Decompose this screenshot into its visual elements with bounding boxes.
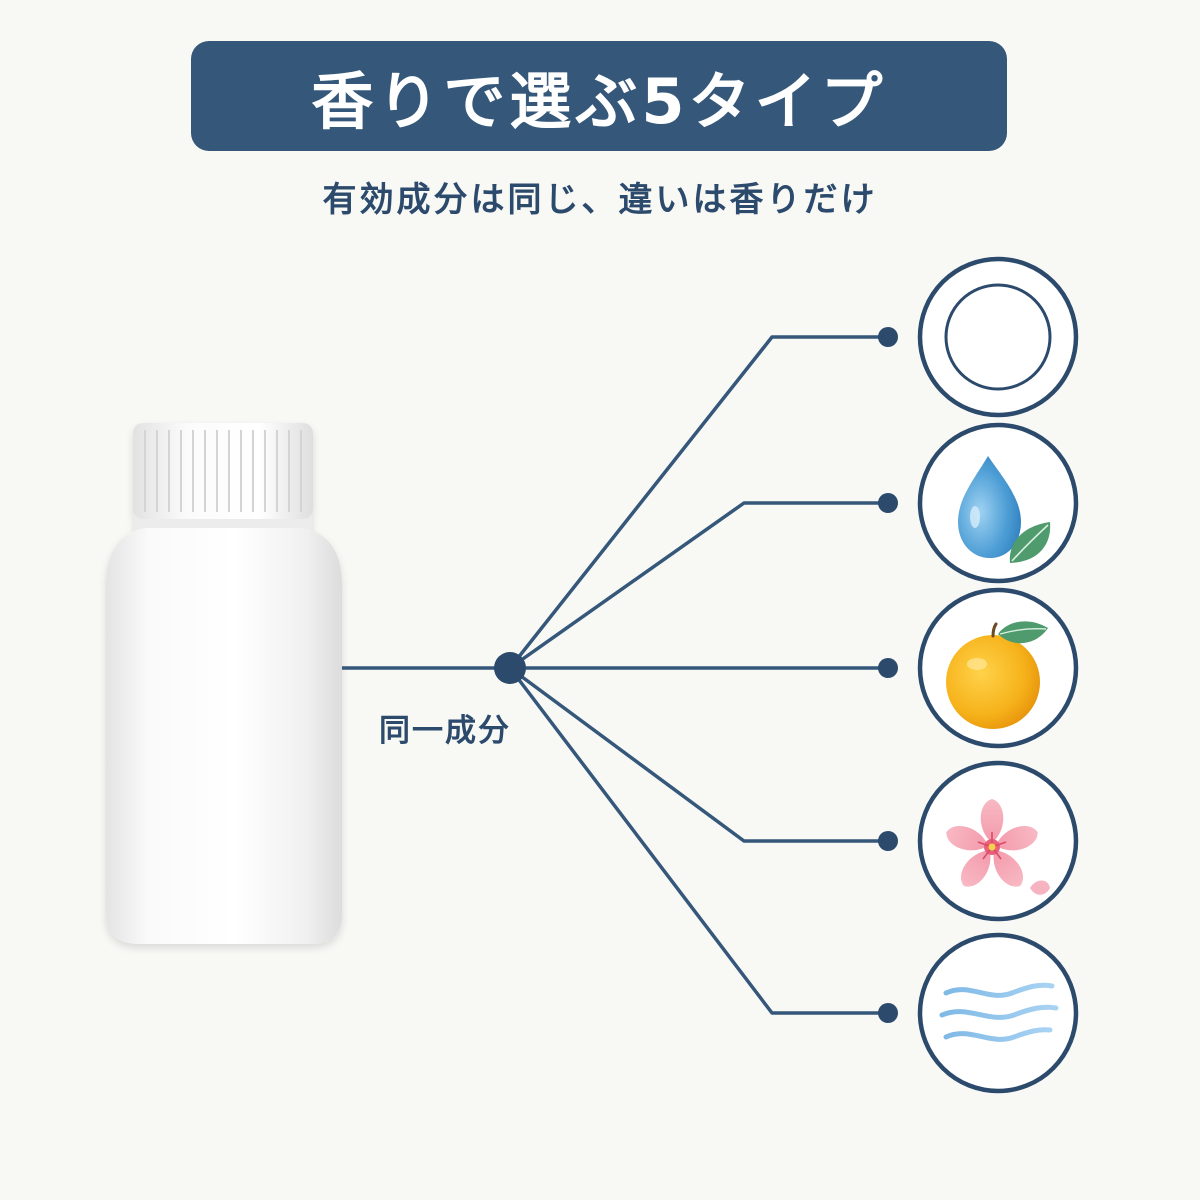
branch-line-2 [508,501,888,670]
hub-label: 同一成分 [379,713,511,749]
branch-end-dot [878,831,898,851]
cap-ridges [144,430,302,512]
branch-line-4 [508,666,888,843]
connector-lines [342,335,888,1015]
branch-end-dots [878,327,898,1023]
branch-line-1 [508,335,888,670]
branch-end-dot [878,327,898,347]
wind-waves-icon [939,982,1059,1042]
branch-line-5 [508,666,888,1015]
water-drop-leaf-icon [958,456,1051,563]
citrus-fruit-icon [946,621,1048,729]
cherry-blossom-icon [946,799,1050,895]
scent-circle-1 [917,256,1079,418]
bottle-body [106,528,342,944]
hub-node [494,652,526,684]
plain-ring-icon [944,283,1052,391]
scent-circle-5 [917,932,1079,1094]
page-title: 香りで選ぶ5タイプ [311,65,887,138]
title-banner: 香りで選ぶ5タイプ [191,41,1007,151]
branch-end-dot [878,1003,898,1023]
subtitle: 有効成分は同じ、違いは香りだけ [322,180,878,220]
branch-end-dot [878,493,898,513]
branch-end-dot [878,658,898,678]
bottle-cap [133,423,313,519]
scent-circles [917,256,1079,1094]
bottle-illustration [106,423,342,944]
scent-circle-4 [917,760,1079,922]
